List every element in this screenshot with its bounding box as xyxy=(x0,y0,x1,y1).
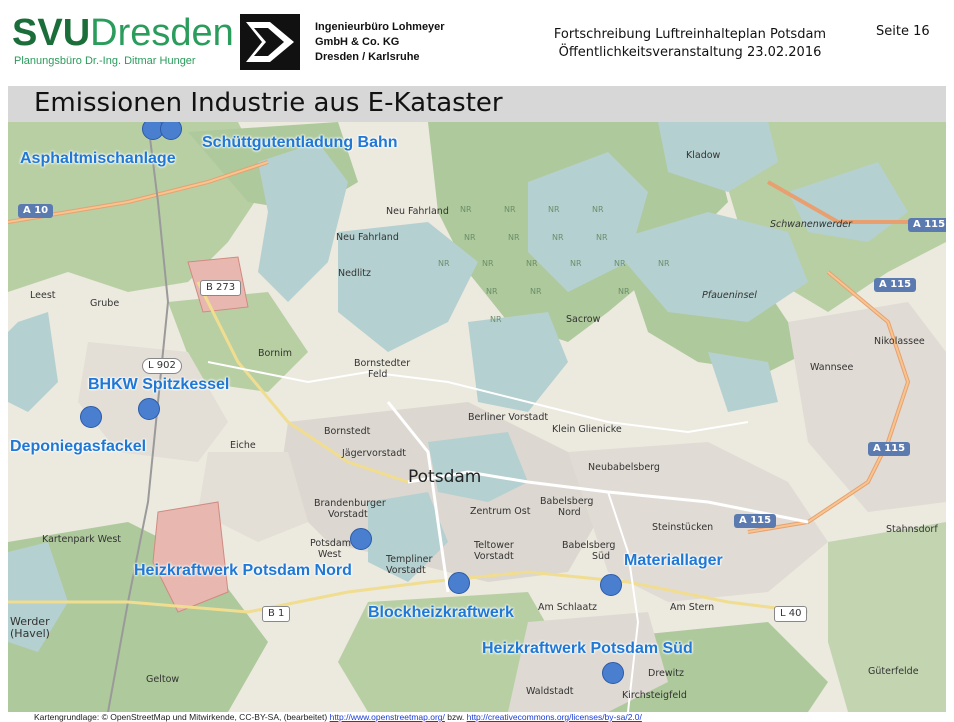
emitter-label-heizkraftwerk-nord: Heizkraftwerk Potsdam Nord xyxy=(134,562,352,579)
road-shield-b1: B 1 xyxy=(262,606,291,622)
map-base-layer xyxy=(8,122,946,712)
svu-logo: SVUDresden xyxy=(12,12,234,54)
nature-reserve-label: NR xyxy=(526,259,538,268)
place-bornim: Bornim xyxy=(258,348,292,359)
place-brandenburger-vorstadt: Brandenburger Vorstadt xyxy=(314,498,386,520)
nature-reserve-label: NR xyxy=(464,233,476,242)
lohmeyer-company-text: Ingenieurbüro Lohmeyer GmbH & Co. KG Dre… xyxy=(315,21,445,63)
place-schwanenwerder: Schwanenwerder xyxy=(770,219,853,230)
road-shield-a115: A 115 xyxy=(734,514,777,528)
lohmeyer-logo xyxy=(240,14,300,70)
place-bornstedter-feld: Bornstedter Feld xyxy=(354,358,411,380)
map-view[interactable]: Kladow Neu Fahrland Neu Fahrland Schwane… xyxy=(8,122,946,712)
slide-title-bar: Emissionen Industrie aus E-Kataster xyxy=(8,86,946,122)
emitter-label-materiallager: Materiallager xyxy=(624,552,723,569)
place-steinstuecken: Steinstücken xyxy=(652,522,714,533)
nature-reserve-label: NR xyxy=(614,259,626,268)
place-babelsberg-nord: Babelsberg Nord xyxy=(540,496,594,518)
nature-reserve-label: NR xyxy=(482,259,494,268)
emitter-label-blockheizkraftwerk: Blockheizkraftwerk xyxy=(368,604,514,621)
place-neu-fahrland: Neu Fahrland xyxy=(386,206,449,217)
svu-logo-subtitle: Planungsbüro Dr.-Ing. Ditmar Hunger xyxy=(14,55,196,67)
nature-reserve-label: NR xyxy=(438,259,450,268)
emitter-marker-heizkraftwerk-nord[interactable] xyxy=(350,528,372,550)
place-neubabelsberg: Neubabelsberg xyxy=(588,462,660,473)
place-nikolassee: Nikolassee xyxy=(874,336,925,347)
place-potsdam: Potsdam xyxy=(408,467,482,487)
place-waldstadt: Waldstadt xyxy=(526,686,574,697)
place-geltow: Geltow xyxy=(146,674,180,685)
nature-reserve-label: NR xyxy=(592,205,604,214)
place-werder: Werder (Havel) xyxy=(10,615,50,640)
emitter-marker-schuettgutentladung[interactable] xyxy=(160,122,182,140)
event-title: Fortschreibung Luftreinhalteplan Potsdam… xyxy=(553,27,827,60)
emitter-marker-deponiegasfackel[interactable] xyxy=(80,406,102,428)
nature-reserve-label: NR xyxy=(460,205,472,214)
slide-header: SVUDresden Planungsbüro Dr.-Ing. Ditmar … xyxy=(0,0,954,86)
place-teltower-vorstadt: Teltower Vorstadt xyxy=(474,540,514,562)
road-shield-a115: A 115 xyxy=(908,218,946,232)
slide-title: Emissionen Industrie aus E-Kataster xyxy=(34,88,503,118)
place-kirchsteigfeld: Kirchsteigfeld xyxy=(622,690,687,701)
nature-reserve-label: NR xyxy=(596,233,608,242)
place-gueterfelde: Güterfelde xyxy=(868,666,919,677)
place-wannsee: Wannsee xyxy=(810,362,854,373)
map-attribution: Kartengrundlage: © OpenStreetMap und Mit… xyxy=(34,712,642,722)
place-potsdam-west: Potsdam West xyxy=(310,538,351,560)
road-shield-l40: L 40 xyxy=(774,606,808,622)
place-kladow: Kladow xyxy=(686,150,721,161)
place-stahnsdorf: Stahnsdorf xyxy=(886,524,938,535)
place-jaegervorstadt: Jägervorstadt xyxy=(342,448,406,459)
place-eiche: Eiche xyxy=(230,440,256,451)
place-berliner-vorstadt: Berliner Vorstadt xyxy=(468,412,549,423)
emitter-marker-blockheizkraftwerk[interactable] xyxy=(448,572,470,594)
emitter-marker-materiallager[interactable] xyxy=(600,574,622,596)
nature-reserve-label: NR xyxy=(570,259,582,268)
nature-reserve-label: NR xyxy=(618,287,630,296)
openstreetmap-link[interactable]: http://www.openstreetmap.org/ xyxy=(329,712,445,722)
place-nedlitz: Nedlitz xyxy=(338,268,371,279)
place-leest: Leest xyxy=(30,290,56,301)
place-sacrow: Sacrow xyxy=(566,314,601,325)
cc-license-link[interactable]: http://creativecommons.org/licenses/by-s… xyxy=(466,712,642,722)
place-pfaueninsel: Pfaueninsel xyxy=(702,290,757,301)
place-kartenpark-west: Kartenpark West xyxy=(42,534,122,545)
road-shield-a10: A 10 xyxy=(18,204,54,218)
road-shield-a115: A 115 xyxy=(868,442,911,456)
emitter-label-heizkraftwerk-sued: Heizkraftwerk Potsdam Süd xyxy=(482,640,693,657)
place-bornstedt: Bornstedt xyxy=(324,426,371,437)
road-shield-a115: A 115 xyxy=(874,278,917,292)
road-shield-b273: B 273 xyxy=(200,280,242,296)
place-neu-fahrland: Neu Fahrland xyxy=(336,232,399,243)
place-am-schlaatz: Am Schlaatz xyxy=(538,602,598,613)
emitter-label-schuettgutentladung: Schüttgutentladung Bahn xyxy=(202,134,398,151)
emitter-marker-bhkw-spitzkessel[interactable] xyxy=(138,398,160,420)
place-zentrum-ost: Zentrum Ost xyxy=(470,506,531,517)
nature-reserve-label: NR xyxy=(552,233,564,242)
page-number: Seite 16 xyxy=(876,24,930,39)
emitter-label-asphaltmischanlage: Asphaltmischanlage xyxy=(20,150,176,167)
nature-reserve-label: NR xyxy=(658,259,670,268)
place-templiner-vorstadt: Templiner Vorstadt xyxy=(386,554,433,576)
place-grube: Grube xyxy=(90,298,120,309)
place-babelsberg-sued: Babelsberg Süd xyxy=(562,540,616,562)
nature-reserve-label: NR xyxy=(508,233,520,242)
road-shield-l902: L 902 xyxy=(142,358,182,374)
emitter-label-deponiegasfackel: Deponiegasfackel xyxy=(10,438,147,455)
nature-reserve-label: NR xyxy=(490,315,502,324)
place-am-stern: Am Stern xyxy=(670,602,715,613)
emitter-marker-heizkraftwerk-sued[interactable] xyxy=(602,662,624,684)
nature-reserve-label: NR xyxy=(530,287,542,296)
nature-reserve-label: NR xyxy=(548,205,560,214)
place-drewitz: Drewitz xyxy=(648,668,684,679)
place-klein-glienicke: Klein Glienicke xyxy=(552,424,622,435)
nature-reserve-label: NR xyxy=(504,205,516,214)
nature-reserve-label: NR xyxy=(486,287,498,296)
emitter-label-bhkw-spitzkessel: BHKW Spitzkessel xyxy=(88,376,230,393)
